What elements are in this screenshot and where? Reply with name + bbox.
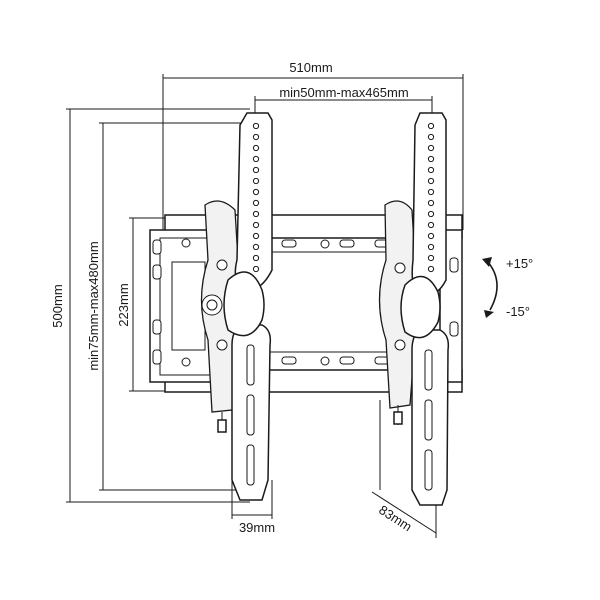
mount-hole [427, 265, 435, 273]
mount-hole [252, 199, 260, 207]
label-overall-width: 510mm [289, 60, 332, 75]
mount-hole [252, 210, 260, 218]
mount-hole [427, 177, 435, 185]
mount-hole [427, 166, 435, 174]
arrow-up-icon [482, 257, 492, 267]
left-vertical-arm [223, 112, 273, 501]
mount-hole [427, 243, 435, 251]
right-vertical-arm [400, 112, 450, 506]
tilt-indicator: +15° -15° [482, 256, 533, 319]
dimension-plate-height: 223mm [116, 217, 165, 392]
label-plate-height: 223mm [116, 283, 131, 326]
mount-hole [427, 210, 435, 218]
mount-hole [427, 199, 435, 207]
dimension-overall-height: 500mm [50, 108, 250, 503]
label-vesa-vertical: min75mm-max480mm [86, 241, 101, 370]
label-tilt-down: -15° [506, 304, 530, 319]
mount-hole [252, 133, 260, 141]
mount-hole [427, 155, 435, 163]
arrow-down-icon [484, 310, 494, 318]
label-overall-height: 500mm [50, 284, 65, 327]
mount-hole [427, 122, 435, 130]
mount-hole [427, 254, 435, 262]
mount-hole [252, 243, 260, 251]
label-depth-small: 39mm [239, 520, 275, 535]
right-arm-holes [427, 122, 435, 273]
mount-hole [427, 221, 435, 229]
mount-hole [252, 177, 260, 185]
dimension-overall-width: 510mm [162, 60, 464, 230]
mount-hole [252, 144, 260, 152]
mount-hole [252, 122, 260, 130]
mount-hole [252, 155, 260, 163]
mount-hole [427, 133, 435, 141]
mount-hole [252, 265, 260, 273]
label-vesa-horizontal: min50mm-max465mm [279, 85, 408, 100]
mount-hole [252, 254, 260, 262]
mount-hole [252, 188, 260, 196]
mount-hole [427, 232, 435, 240]
dimension-vesa-vertical: min75mm-max480mm [86, 122, 245, 491]
mount-hole [252, 221, 260, 229]
dimension-vesa-horizontal: min50mm-max465mm [254, 85, 433, 118]
left-arm-holes [252, 122, 260, 273]
mount-hole [252, 166, 260, 174]
mount-hole [252, 232, 260, 240]
label-tilt-up: +15° [506, 256, 533, 271]
mount-hole [427, 188, 435, 196]
mount-hole [427, 144, 435, 152]
